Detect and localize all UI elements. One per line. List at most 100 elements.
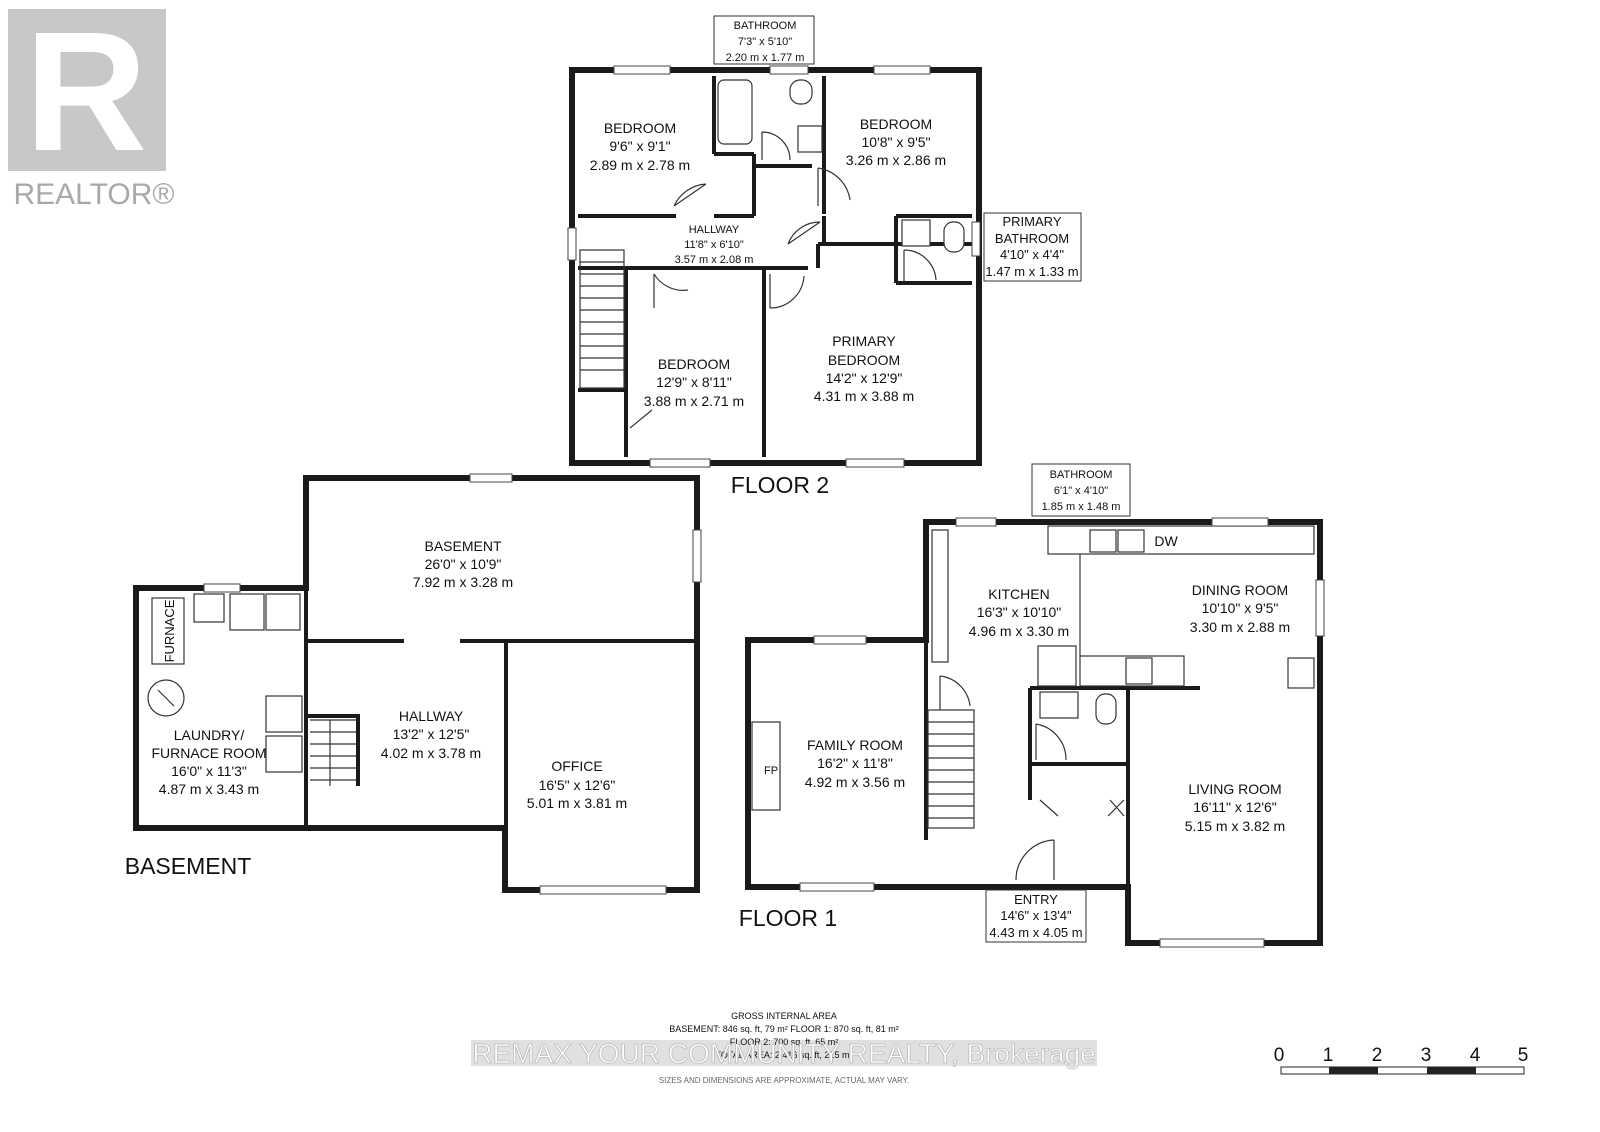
room-dimensions-imperial: 11'8" x 6'10" (684, 239, 744, 251)
room-living: LIVING ROOM 16'11" x 12'6" 5.15 m x 3.82… (1185, 781, 1285, 834)
toilet-icon (1095, 693, 1117, 725)
area-disclaimer: SIZES AND DIMENSIONS ARE APPROXIMATE, AC… (659, 1076, 909, 1085)
room-dining: DINING ROOM 10'10" x 9'5" 3.30 m x 2.88 … (1190, 582, 1290, 635)
watermark: REMAX YOUR COMMUNITY REALTY, Brokerage (472, 1038, 1095, 1069)
basement-outline (133, 475, 700, 893)
kitchen-sink-icon (1117, 529, 1145, 553)
watermark-band (471, 1040, 1097, 1066)
room-name: FAMILY ROOM (807, 737, 903, 753)
basement-title: BASEMENT (125, 853, 252, 879)
room-name: BEDROOM (658, 356, 730, 372)
floor-2-stairs (579, 249, 625, 389)
room-name: HALLWAY (399, 708, 464, 724)
floor-1-stairs (927, 709, 975, 829)
door-icon (673, 183, 707, 207)
room-basement: BASEMENT 26'0" x 10'9" 7.92 m x 3.28 m (413, 538, 513, 590)
room-dimensions-metric: 3.57 m x 2.08 m (675, 254, 754, 266)
cabinet-icon (1287, 657, 1315, 689)
door-icon (769, 274, 805, 309)
floor-1-title: FLOOR 1 (739, 905, 837, 931)
scale-tick-5: 5 (1518, 1045, 1529, 1066)
area-line-2: FLOOR 2: 700 sq. ft, 65 m² (730, 1037, 839, 1047)
room-name: OFFICE (551, 758, 602, 774)
room-name: PRIMARY (832, 333, 896, 349)
room-dimensions-imperial: 16'11" x 12'6" (1193, 799, 1277, 815)
room-dimensions-imperial: 10'10" x 9'5" (1202, 600, 1279, 616)
room-dimensions-metric: 3.88 m x 2.71 m (644, 393, 744, 409)
washer-icon (229, 593, 265, 631)
sink-icon (797, 125, 823, 153)
door-icon (761, 131, 791, 161)
scale-tick-3: 3 (1421, 1045, 1432, 1066)
kitchen-counter (931, 529, 949, 663)
room-name: PRIMARY (1003, 214, 1062, 229)
room-dimensions-metric: 2.20 m x 1.77 m (726, 52, 805, 64)
bathtub-icon (717, 79, 753, 145)
scale-tick-2: 2 (1372, 1045, 1383, 1066)
room-name: LAUNDRY/ (174, 727, 245, 743)
room-dimensions-metric: 4.02 m x 3.78 m (381, 745, 481, 761)
furnace-icon (151, 597, 185, 665)
room-dimensions-metric: 5.15 m x 3.82 m (1185, 818, 1285, 834)
dryer-icon (265, 593, 301, 631)
room-dimensions-imperial: 16'3" x 10'10" (977, 604, 1062, 620)
scale-bar: 0 1 2 3 4 5 (1274, 1045, 1529, 1075)
room-primary-bedroom: PRIMARY BEDROOM 14'2" x 12'9" 4.31 m x 3… (814, 333, 914, 404)
room-dimensions-imperial: 12'9" x 8'11" (656, 374, 732, 390)
room-laundry-furnace: LAUNDRY/ FURNACE ROOM 16'0" x 11'3" 4.87… (151, 727, 266, 797)
scale-tick-4: 4 (1470, 1045, 1481, 1066)
room-dimensions-metric: 2.89 m x 2.78 m (590, 157, 690, 173)
room-dimensions-imperial: 10'8" x 9'5" (862, 134, 931, 150)
room-entry: ENTRY 14'6" x 13'4" 4.43 m x 4.05 m (985, 889, 1087, 943)
toilet-icon (789, 79, 813, 105)
room-name: BEDROOM (604, 120, 676, 136)
room-dimensions-metric: 3.26 m x 2.86 m (846, 152, 946, 168)
door-icon (1015, 839, 1055, 881)
sink-icon (901, 219, 931, 247)
area-line-3: TOTAL AREA: 2,416 sq. ft, 225 m² (716, 1050, 853, 1060)
door-icon (939, 675, 971, 710)
fireplace-label: FP (764, 765, 778, 777)
dishwasher-label: DW (1154, 533, 1178, 549)
room-dimensions-metric: 3.30 m x 2.88 m (1190, 619, 1290, 635)
room-dimensions-metric: 7.92 m x 3.28 m (413, 574, 513, 590)
basement-plan: FURNACE (133, 473, 702, 895)
room-dimensions-imperial: 14'6" x 13'4" (1000, 908, 1072, 923)
stove-icon (1125, 657, 1153, 685)
room-dimensions-metric: 4.92 m x 3.56 m (805, 774, 905, 790)
floor-1-plan: DW FP (745, 517, 1325, 948)
room-bedroom-nw: BEDROOM 9'6" x 9'1" 2.89 m x 2.78 m (590, 120, 690, 173)
room-dimensions-metric: 1.47 m x 1.33 m (985, 264, 1078, 279)
floor-2-title: FLOOR 2 (731, 472, 829, 498)
room-family: FAMILY ROOM 16'2" x 11'8" 4.92 m x 3.56 … (805, 737, 905, 790)
scale-tick-1: 1 (1323, 1045, 1334, 1066)
room-name: BEDROOM (828, 352, 900, 368)
door-icon (903, 249, 937, 282)
room-dimensions-metric: 4.31 m x 3.88 m (814, 388, 914, 404)
room-dimensions-metric: 4.87 m x 3.43 m (159, 781, 259, 797)
floor-2-plan (567, 65, 982, 468)
kitchen-sink-icon (1089, 529, 1117, 553)
door-icon (787, 221, 821, 245)
door-icon (629, 409, 653, 429)
room-name: DINING ROOM (1192, 582, 1288, 598)
toilet-icon (943, 221, 965, 253)
room-dimensions-imperial: 26'0" x 10'9" (425, 556, 502, 572)
door-icon (653, 273, 689, 308)
area-line-1: BASEMENT: 846 sq. ft, 79 m² FLOOR 1: 870… (669, 1024, 899, 1034)
furnace-label: FURNACE (162, 599, 177, 662)
room-dimensions-imperial: 16'0" x 11'3" (171, 763, 247, 779)
room-dimensions-imperial: 14'2" x 12'9" (826, 370, 903, 386)
room-primary-bathroom: PRIMARY BATHROOM 4'10" x 4'4" 1.47 m x 1… (983, 212, 1082, 282)
room-dimensions-metric: 4.43 m x 4.05 m (989, 925, 1082, 940)
room-name: BEDROOM (860, 116, 932, 132)
room-dimensions-imperial: 4'10" x 4'4" (1000, 247, 1064, 262)
kitchen-counter (1047, 525, 1315, 555)
area-title: GROSS INTERNAL AREA (731, 1011, 837, 1021)
room-name: BASEMENT (424, 538, 501, 554)
room-dimensions-imperial: 16'5" x 12'6" (539, 777, 616, 793)
room-dimensions-imperial: 16'2" x 11'8" (817, 755, 893, 771)
appliance-icon (265, 695, 303, 733)
room-name: LIVING ROOM (1188, 781, 1281, 797)
